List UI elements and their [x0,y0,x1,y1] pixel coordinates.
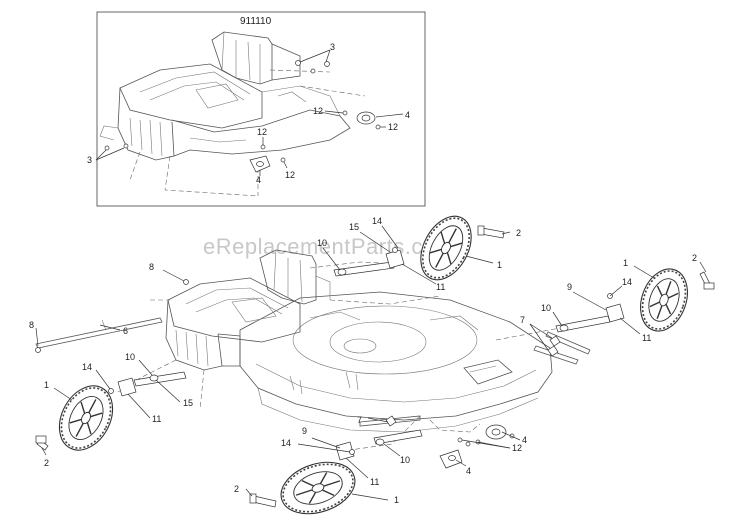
wheel-brackets [439,424,507,469]
callout-14: 14 [622,277,632,287]
callout-9: 9 [302,426,307,436]
callout-3: 3 [330,42,335,52]
callout-10: 10 [541,303,551,313]
axle-bolt-c [35,435,49,451]
callout-10: 10 [400,455,410,465]
callout-2: 2 [44,458,49,468]
callout-4: 4 [466,466,471,476]
callout-1: 1 [497,260,502,270]
callout-1: 1 [623,258,628,268]
wheel-rear-right [420,215,472,281]
callout-4: 4 [405,110,410,120]
callout-4: 4 [256,175,261,185]
callout-11: 11 [436,282,445,292]
callout-12: 12 [257,127,267,137]
wheel-front-right [640,268,688,332]
callout-10: 10 [125,352,135,362]
callout-1: 1 [44,380,49,390]
axle-bolt-b [699,271,715,290]
callout-12: 12 [388,122,398,132]
hardware [35,247,613,455]
wheel-rear-left [58,385,114,451]
inset-wheel-bracket-b [249,144,286,173]
inset-wheel-bracket-a [342,110,381,130]
callout-1: 1 [394,495,399,505]
callout-3: 3 [87,155,92,165]
inset-bolts [104,60,330,151]
axle-bolt-a [477,225,505,239]
axle-bolt-d [249,493,277,508]
callout-11: 11 [152,414,161,424]
callout-12: 12 [285,170,295,180]
mower-deck [239,291,553,433]
callout-2: 2 [516,228,521,238]
height-adjuster-rear-left [117,371,187,397]
callout-4: 4 [522,435,527,445]
callout-2: 2 [692,253,697,263]
inset-border [96,11,426,207]
callout-15: 15 [183,398,193,408]
inset-title: 911110 [240,16,272,27]
callout-2: 2 [234,484,239,494]
callout-14: 14 [372,216,382,226]
height-adjuster-rear-right [333,249,405,277]
handle-tube [35,317,163,349]
height-adjuster-front-right [555,303,625,333]
callout-6: 6 [123,326,128,336]
callout-10: 10 [317,238,327,248]
mower-handle-assembly [165,249,331,371]
callout-9: 9 [567,282,572,292]
inset-handle-assembly [99,31,351,161]
callout-11: 11 [642,333,651,343]
callout-14: 14 [281,438,291,448]
callout-8: 8 [29,320,34,330]
callout-7: 7 [520,315,525,325]
axle-rods [359,331,591,427]
inset-panel: 911110 [87,11,426,207]
callout-12: 12 [512,443,522,453]
wheel-front-left [280,461,356,515]
callout-8: 8 [149,262,154,272]
callout-11: 11 [370,477,379,487]
callout-12: 12 [313,106,323,116]
callout-14: 14 [82,362,92,372]
callout-15: 15 [349,222,359,232]
callout-7: 7 [357,415,362,425]
